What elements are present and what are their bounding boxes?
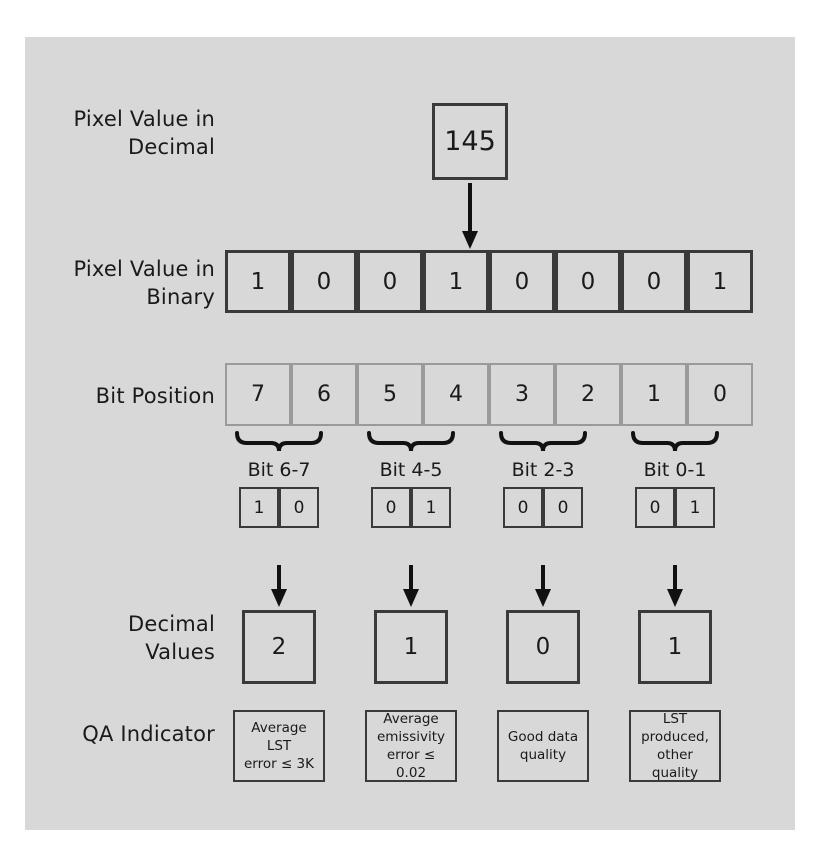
group-label-bit-0-1: Bit 0-1 xyxy=(643,459,707,481)
binary-bit-2: 0 xyxy=(555,250,621,313)
qa-3-line2: quality xyxy=(519,747,567,763)
arrow-group-1 xyxy=(271,565,287,607)
row-label-qa-indicator: QA Indicator xyxy=(25,720,215,748)
arrow-group-3 xyxy=(535,565,551,607)
qa-indicator-group-2: Average emissivity error ≤ 0.02 xyxy=(365,710,457,782)
bit-position-3: 3 xyxy=(489,363,555,426)
qa-3-line1: Good data xyxy=(507,729,579,745)
row-label-decimal-line1: Pixel Value in xyxy=(73,107,215,131)
bit-position-5: 5 xyxy=(357,363,423,426)
qa-4-line2: produced, xyxy=(641,729,709,745)
qa-1-line1: Average LST xyxy=(251,720,307,754)
arrow-group-2 xyxy=(403,565,419,607)
arrow-group-4 xyxy=(667,565,683,607)
brace-bit-2-3 xyxy=(499,431,587,452)
qa-indicator-group-1: Average LST error ≤ 3K xyxy=(233,710,325,782)
group-2-bit-left: 0 xyxy=(371,487,411,528)
group-4-bit-right: 1 xyxy=(675,487,715,528)
pixel-value-decimal-box: 145 xyxy=(432,103,508,180)
row-label-bit-position: Bit Position xyxy=(25,382,215,410)
diagram-canvas: Pixel Value in Decimal 145 Pixel Value i… xyxy=(25,37,795,830)
arrow-decimal-to-binary xyxy=(462,183,478,249)
qa-2-line1: Average xyxy=(383,711,439,727)
binary-bit-3: 0 xyxy=(489,250,555,313)
group-label-bit-2-3: Bit 2-3 xyxy=(511,459,575,481)
row-label-qa-indicator-text: QA Indicator xyxy=(82,722,215,746)
qa-indicator-group-4: LST produced, other quality xyxy=(629,710,721,782)
row-label-pixel-value-binary: Pixel Value in Binary xyxy=(25,255,215,311)
row-label-decimal-values-line1: Decimal xyxy=(127,612,215,636)
row-label-binary-line2: Binary xyxy=(146,285,215,309)
binary-bit-4: 1 xyxy=(423,250,489,313)
qa-2-line3: error ≤ 0.02 xyxy=(386,747,436,781)
row-label-binary-line1: Pixel Value in xyxy=(73,257,215,281)
group-3-bit-left: 0 xyxy=(503,487,543,528)
group-3-bit-right: 0 xyxy=(543,487,583,528)
bit-position-0: 0 xyxy=(687,363,753,426)
binary-bit-6: 0 xyxy=(291,250,357,313)
group-2-bit-right: 1 xyxy=(411,487,451,528)
qa-indicator-group-3: Good data quality xyxy=(497,710,589,782)
brace-bit-6-7 xyxy=(235,431,323,452)
group-label-bit-4-5: Bit 4-5 xyxy=(379,459,443,481)
row-label-decimal-values: Decimal Values xyxy=(25,610,215,666)
row-label-pixel-value-decimal: Pixel Value in Decimal xyxy=(25,105,215,161)
bit-position-1: 1 xyxy=(621,363,687,426)
group-1-bit-right: 0 xyxy=(279,487,319,528)
qa-4-line1: LST xyxy=(662,711,688,727)
binary-bit-1: 0 xyxy=(621,250,687,313)
decimal-value-group-4: 1 xyxy=(638,610,712,684)
bit-position-6: 6 xyxy=(291,363,357,426)
group-4-bit-left: 0 xyxy=(635,487,675,528)
decimal-value-group-3: 0 xyxy=(506,610,580,684)
binary-bit-5: 0 xyxy=(357,250,423,313)
qa-1-line2: error ≤ 3K xyxy=(243,756,315,772)
group-1-bit-left: 1 xyxy=(239,487,279,528)
group-label-bit-6-7: Bit 6-7 xyxy=(247,459,311,481)
row-label-decimal-line2: Decimal xyxy=(127,135,215,159)
row-label-decimal-values-line2: Values xyxy=(145,640,215,664)
brace-bit-0-1 xyxy=(631,431,719,452)
row-label-bit-position-text: Bit Position xyxy=(95,384,215,408)
brace-bit-4-5 xyxy=(367,431,455,452)
decimal-value-group-2: 1 xyxy=(374,610,448,684)
qa-2-line2: emissivity xyxy=(376,729,446,745)
bit-position-4: 4 xyxy=(423,363,489,426)
decimal-value-group-1: 2 xyxy=(242,610,316,684)
qa-4-line3: other quality xyxy=(651,747,699,781)
bit-position-7: 7 xyxy=(225,363,291,426)
binary-bit-7: 1 xyxy=(225,250,291,313)
binary-bit-0: 1 xyxy=(687,250,753,313)
bit-position-2: 2 xyxy=(555,363,621,426)
